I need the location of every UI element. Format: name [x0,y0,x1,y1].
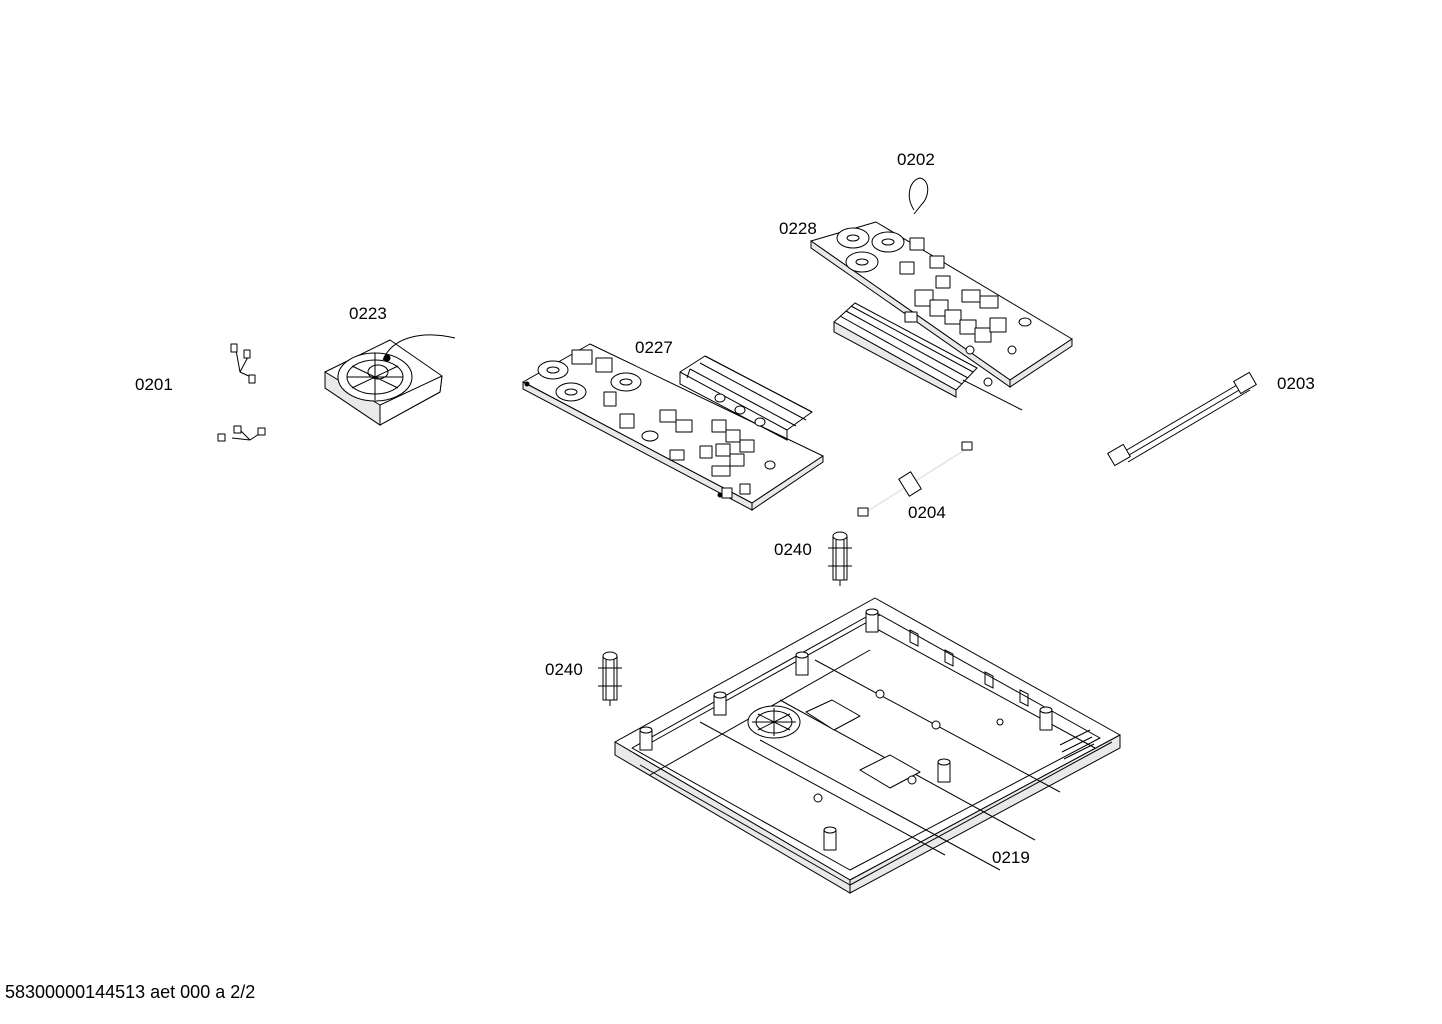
part-0203-ribbon-cable[interactable] [1107,371,1257,467]
part-0227-power-board[interactable] [522,343,824,511]
label-0202: 0202 [897,150,935,169]
part-0240-spacer-b[interactable] [598,651,622,706]
part-0204-ferrite-cable[interactable] [857,441,973,517]
part-0223-cooling-fan[interactable] [324,334,456,426]
label-0201: 0201 [135,375,173,394]
label-0227: 0227 [635,338,673,357]
label-0219: 0219 [992,848,1030,867]
label-0223: 0223 [349,304,387,323]
part-0240-spacer-a[interactable] [828,531,852,586]
part-0202-cable-tie[interactable] [908,177,929,215]
part-0228-filter-board[interactable] [810,221,1073,411]
document-reference: 58300000144513 aet 000 a 2/2 [5,982,256,1002]
label-0240-a: 0240 [774,540,812,559]
label-0240-b: 0240 [545,660,583,679]
label-0204: 0204 [908,503,946,522]
label-0203: 0203 [1277,374,1315,393]
part-0201-power-cable[interactable] [136,343,274,503]
part-0219-base-tray[interactable] [614,597,1121,894]
label-0228: 0228 [779,219,817,238]
